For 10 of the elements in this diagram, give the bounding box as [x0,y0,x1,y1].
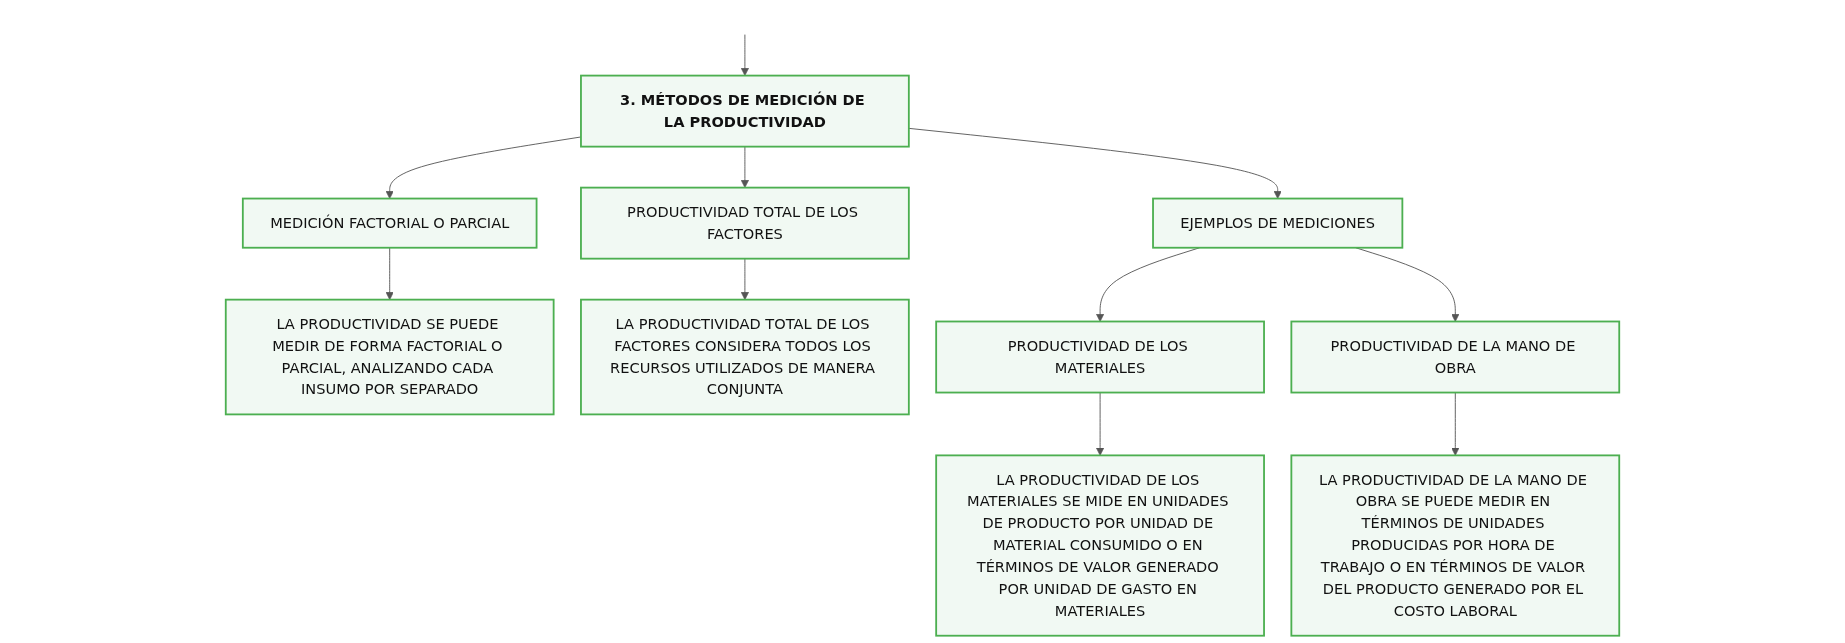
node-box: PRODUCTIVIDAD TOTAL DE LOS FACTORES [580,186,910,260]
node-box: LA PRODUCTIVIDAD DE LOS MATERIALES SE MIDE EN UNIDADES DE PRODUCTO POR UNIDAD DE MATERIAL CONSUMIDO O EN TÉRMINOS DE VALOR GENERADO POR UNIDAD DE GASTO EN MATERIALES [935,454,1265,637]
node-box: EJEMPLOS DE MEDICIONES [1152,197,1404,249]
node-box: PRODUCTIVIDAD DE LA MANO DE OBRA [1290,320,1621,394]
node-box: LA PRODUCTIVIDAD TOTAL DE LOS FACTORES CONSIDERA TODOS LOS RECURSOS UTILIZADOS DE MANERA CONJUNTA [580,298,910,416]
node-box: PRODUCTIVIDAD DE LOS MATERIALES [935,320,1265,394]
node-box: MEDICIÓN FACTORIAL O PARCIAL [241,197,538,249]
node-box: LA PRODUCTIVIDAD SE PUEDE MEDIR DE FORMA FACTORIAL O PARCIAL, ANALIZANDO CADA INSUMO POR SEPARADO [224,298,555,416]
node-box: LA PRODUCTIVIDAD DE LA MANO DE OBRA SE PUEDE MEDIR EN TÉRMINOS DE UNIDADES PRODUCIDAS POR HORA DE TRABAJO O EN TÉRMINOS DE VALOR DEL PRODUCTO GENERADO POR EL COSTO LABORAL [1290,454,1621,637]
node-box: 3. MÉTODOS DE MEDICIÓN DE LA PRODUCTIVIDAD [580,74,910,148]
